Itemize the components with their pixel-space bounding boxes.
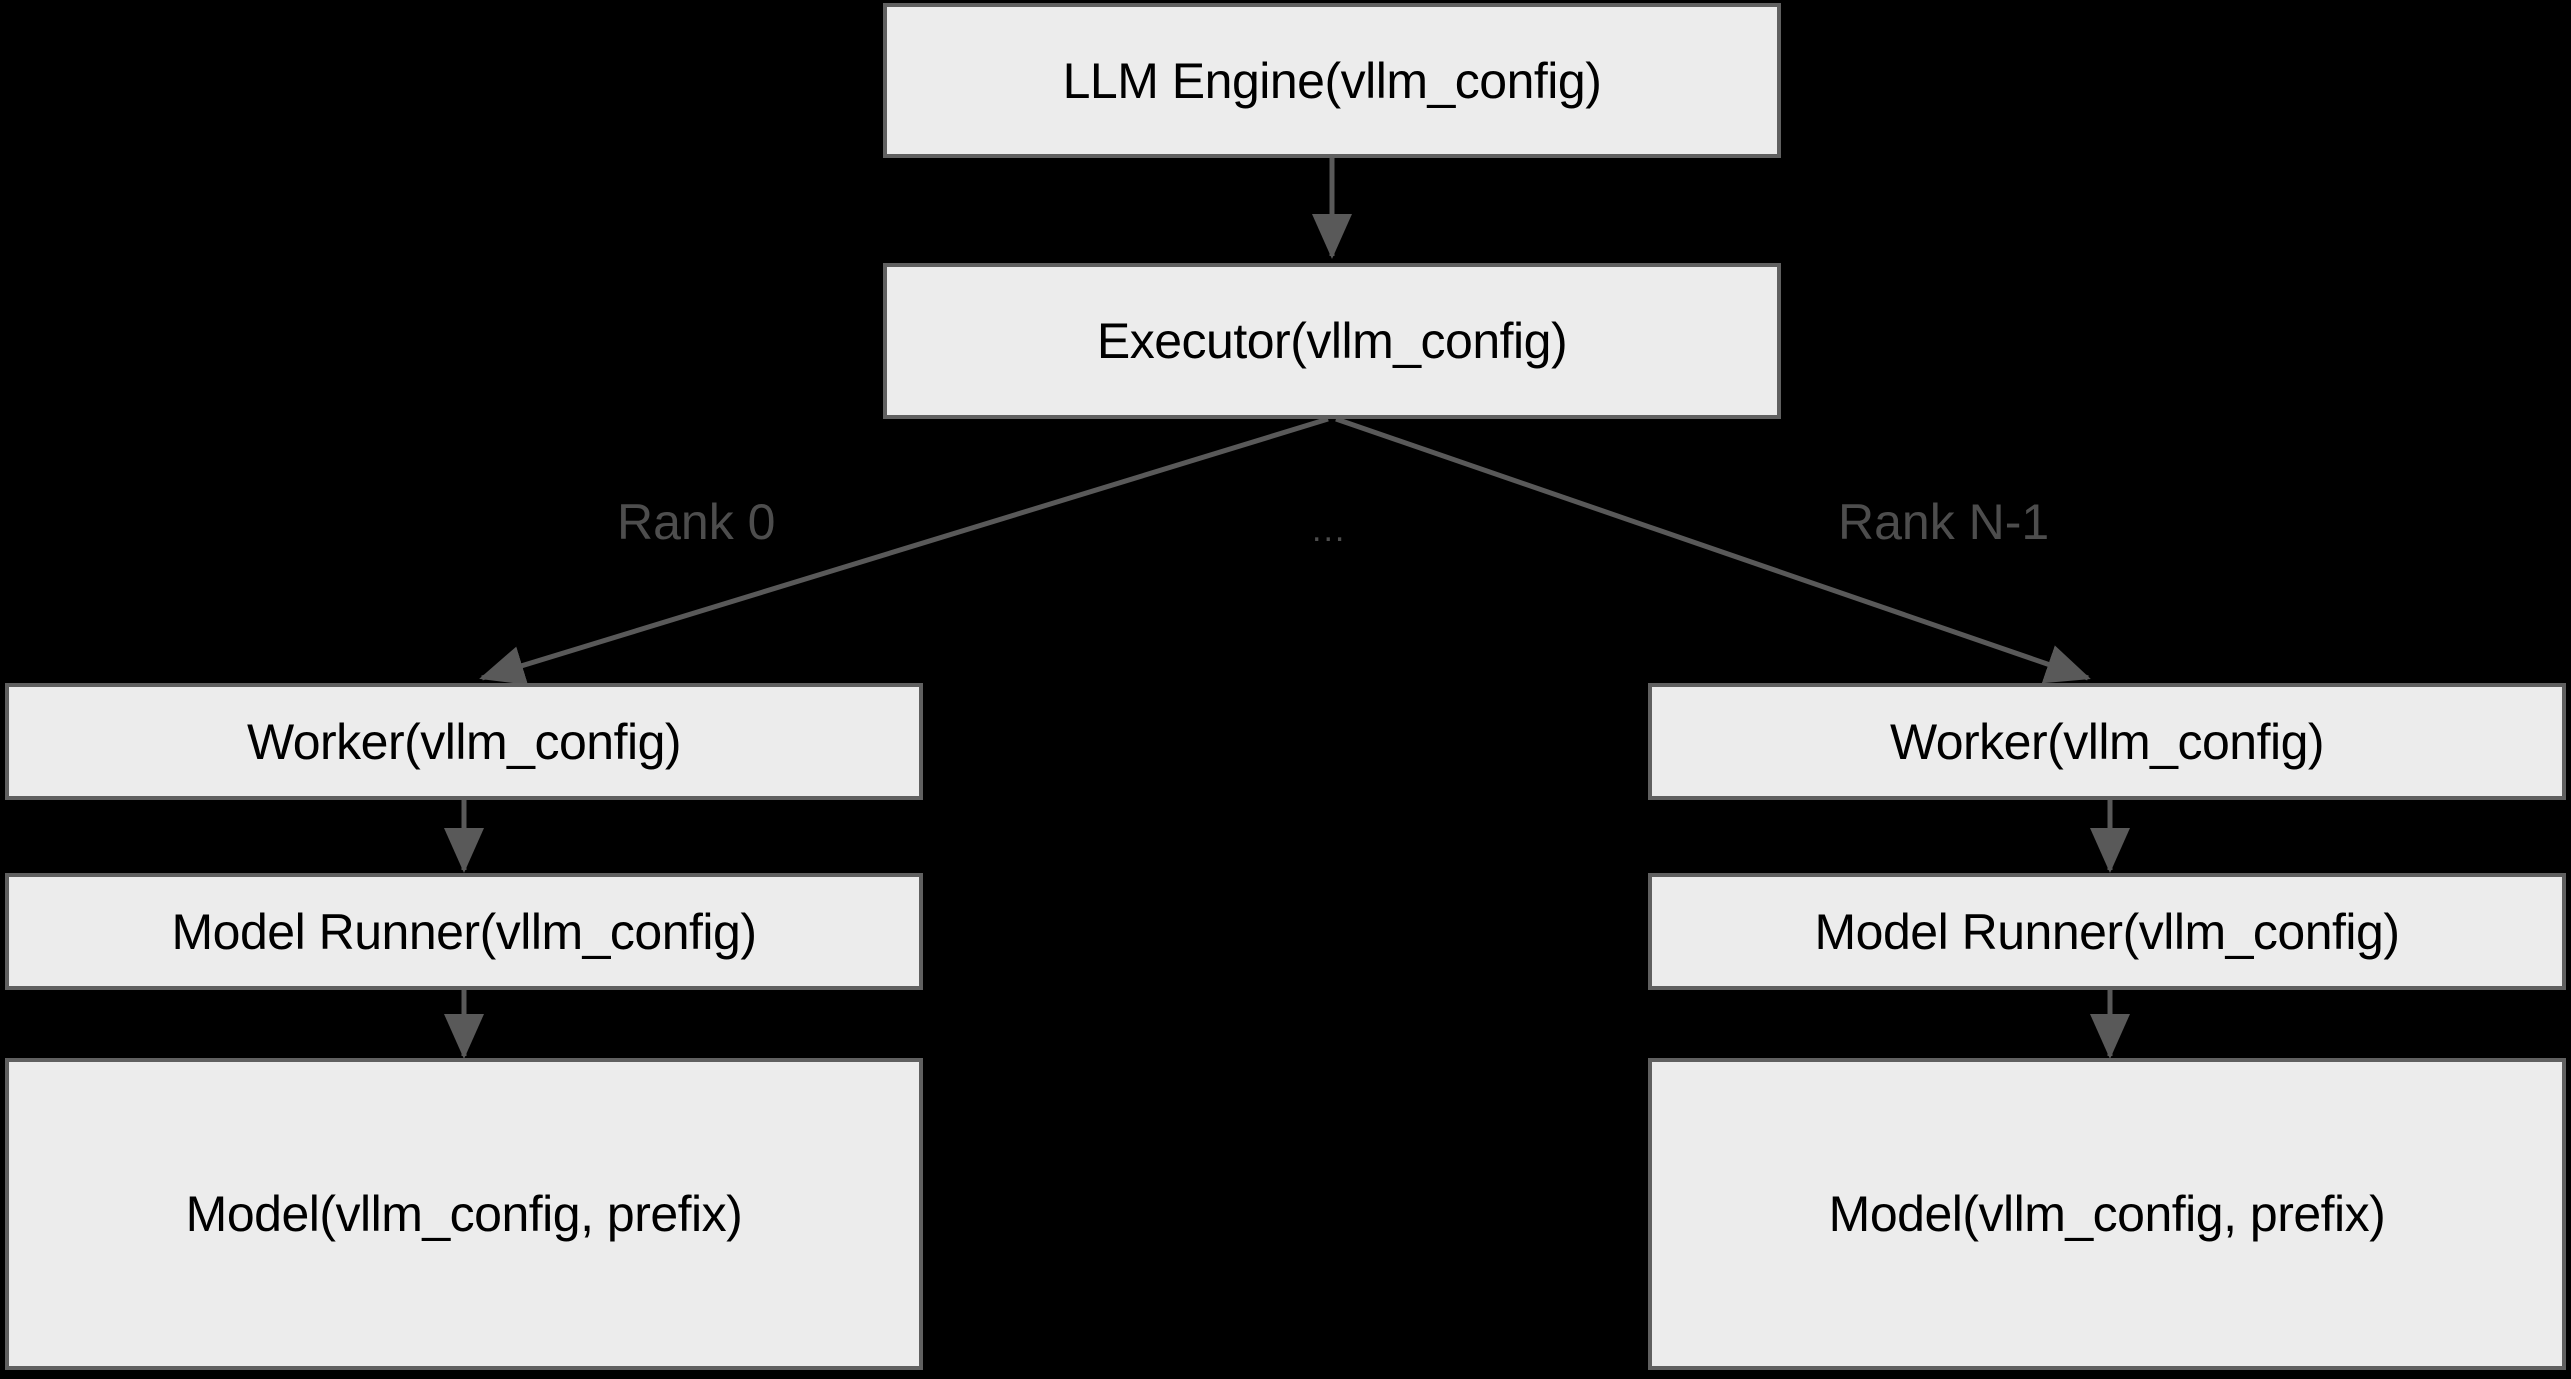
node-model-left[interactable]: Model(vllm_config, prefix) xyxy=(5,1058,923,1370)
node-model-runner-left[interactable]: Model Runner(vllm_config) xyxy=(5,873,923,990)
node-worker-right-label: Worker(vllm_config) xyxy=(1889,713,2325,770)
node-worker-left[interactable]: Worker(vllm_config) xyxy=(5,683,923,800)
node-model-right[interactable]: Model(vllm_config, prefix) xyxy=(1648,1058,2566,1370)
edge-label-rank-n-1: Rank N-1 xyxy=(1838,494,2050,550)
node-model-runner-left-label: Model Runner(vllm_config) xyxy=(171,903,757,960)
node-llm-engine-label: LLM Engine(vllm_config) xyxy=(1062,52,1602,109)
edge-executor-to-worker-left xyxy=(479,416,1329,685)
node-executor[interactable]: Executor(vllm_config) xyxy=(883,263,1781,419)
node-worker-left-label: Worker(vllm_config) xyxy=(246,713,682,770)
node-model-right-label: Model(vllm_config, prefix) xyxy=(1828,1186,2386,1242)
node-worker-right[interactable]: Worker(vllm_config) xyxy=(1648,683,2566,800)
node-model-runner-right-label: Model Runner(vllm_config) xyxy=(1814,903,2400,960)
node-model-left-label: Model(vllm_config, prefix) xyxy=(185,1186,743,1242)
edge-label-rank-0: Rank 0 xyxy=(617,494,776,550)
node-llm-engine[interactable]: LLM Engine(vllm_config) xyxy=(883,3,1781,158)
edge-label-rank-ellipsis: ... xyxy=(1312,511,1347,549)
node-model-runner-right[interactable]: Model Runner(vllm_config) xyxy=(1648,873,2566,990)
node-executor-label: Executor(vllm_config) xyxy=(1096,313,1568,369)
